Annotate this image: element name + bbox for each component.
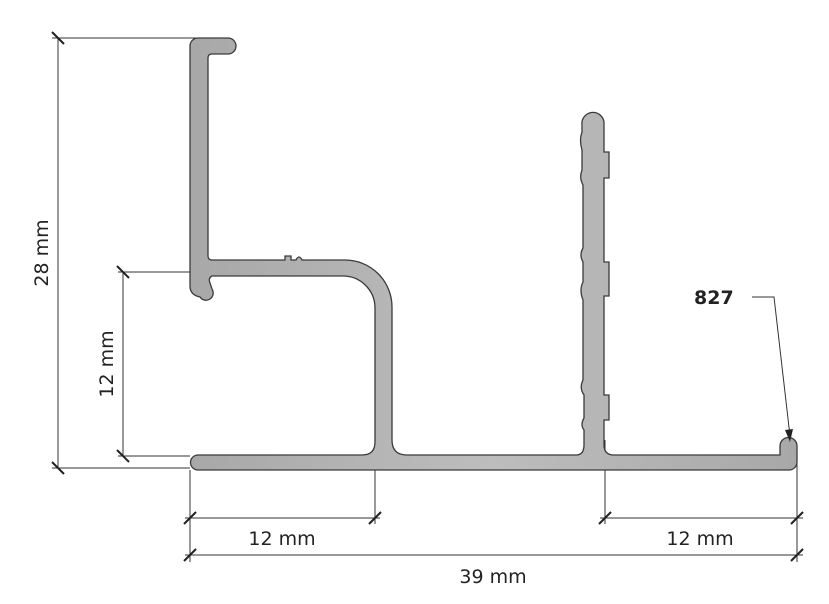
extension-lines	[52, 37, 798, 562]
label-inner-height: 12 mm	[96, 330, 118, 397]
label-total-width: 39 mm	[459, 566, 526, 588]
label-right-width: 12 mm	[666, 528, 733, 550]
dimension-left-width: 12 mm	[183, 511, 382, 550]
dimension-total-height: 28 mm	[31, 31, 65, 475]
label-total-height: 28 mm	[31, 219, 53, 286]
profile-code-label: 827	[694, 287, 734, 309]
label-left-width: 12 mm	[248, 528, 315, 550]
dimension-total-width: 39 mm	[183, 548, 804, 588]
dimension-inner-height: 12 mm	[96, 265, 130, 463]
profile-code-callout: 827	[694, 287, 793, 442]
arrow-head-icon	[785, 429, 793, 442]
aluminium-profile	[189, 37, 798, 471]
dimension-right-width: 12 mm	[598, 511, 804, 550]
